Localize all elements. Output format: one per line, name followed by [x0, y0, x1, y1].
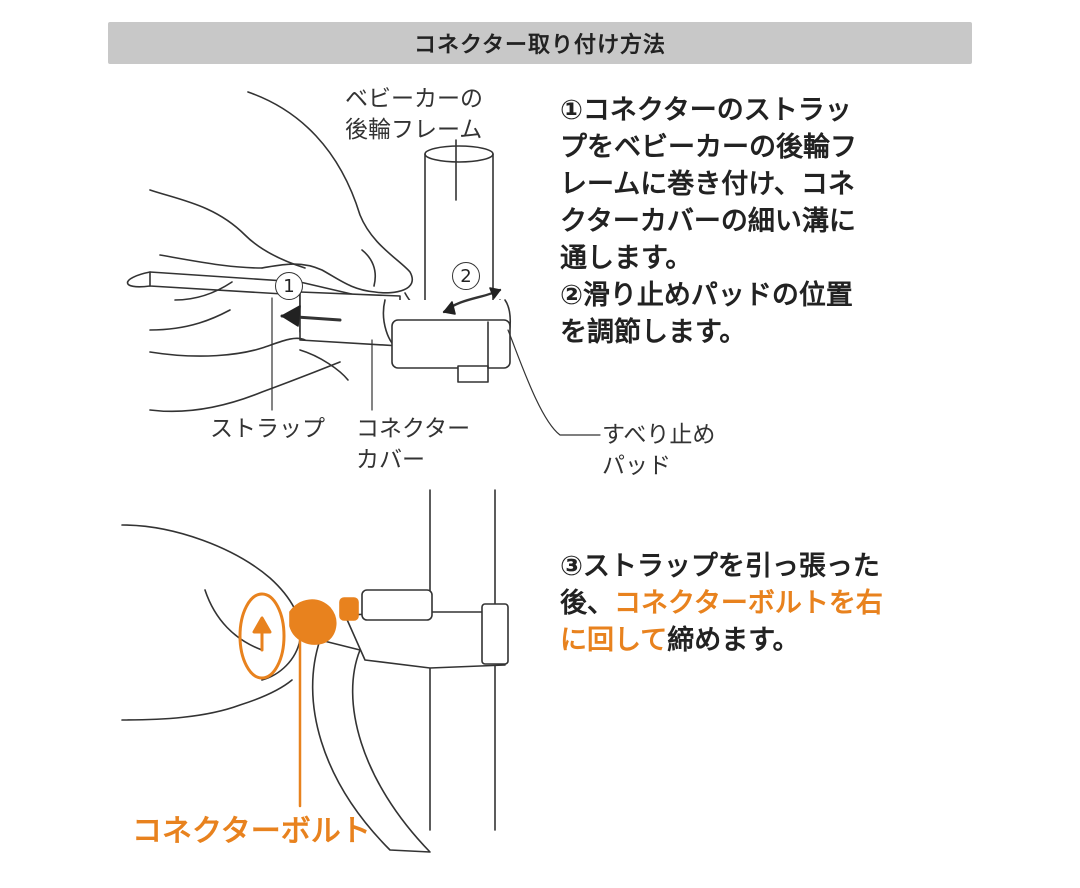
hand-top-outline [149, 91, 413, 413]
cover-label-line1: コネクター [356, 416, 471, 442]
frame-label-line1: ベビーカーの [345, 86, 483, 112]
step1-line: クターカバーの細い溝に [560, 206, 856, 237]
frame-label: ベビーカーの 後輪フレーム [345, 84, 483, 146]
connector-cover [299, 291, 512, 383]
cover-label: コネクター カバー [356, 414, 470, 476]
frame-tube [424, 139, 494, 316]
pad-label-line1: すべり止め [602, 422, 716, 448]
step2-line: を調節します。 [560, 317, 747, 348]
step3-line: 後、コネクターボルトを右 [560, 585, 883, 622]
leader-lines [271, 297, 601, 436]
section-header: コネクター取り付け方法 [108, 22, 972, 64]
step1-text: ①コネクターのストラッ プをベビーカーの後輪フ レームに巻き付け、コネ クターカ… [560, 92, 857, 277]
step3-line: ③ストラップを引っ張った [560, 551, 880, 582]
cover-label-line2: カバー [356, 447, 425, 473]
strap-band-lower [311, 589, 509, 853]
step1-line: レームに巻き付け、コネ [560, 169, 855, 200]
marker-one: 1 [275, 272, 303, 300]
rotate-arrow [442, 287, 502, 315]
frame-label-line2: 後輪フレーム [345, 117, 483, 143]
marker-two: 2 [452, 262, 480, 290]
step3-highlight: に回して [560, 625, 668, 656]
bottom-diagram [121, 489, 509, 853]
step2-line: ②滑り止めパッドの位置 [560, 280, 853, 311]
step1-line: ①コネクターのストラッ [560, 95, 852, 126]
connector-bolt-label: コネクターボルト [132, 814, 371, 849]
step3-plain: 後、 [560, 588, 614, 619]
step1-line: 通します。 [560, 243, 693, 274]
connector-bolt [289, 597, 359, 645]
step2-text: ②滑り止めパッドの位置 を調節します。 [560, 277, 853, 351]
step3-plain: 締めます。 [667, 625, 800, 656]
pad-label: すべり止め パッド [602, 420, 715, 482]
pull-arrow [280, 305, 342, 327]
page-title: コネクター取り付け方法 [413, 33, 667, 58]
bolt-rotate-arrow [238, 592, 286, 680]
strap-label: ストラップ [210, 416, 325, 442]
pad-label-line2: パッド [602, 453, 671, 479]
hand-bottom-outline [121, 524, 302, 721]
top-diagram [126, 91, 601, 436]
step3-highlight: コネクターボルトを右 [614, 588, 883, 619]
step3-text: ③ストラップを引っ張った 後、コネクターボルトを右 に回して締めます。 [560, 548, 883, 659]
step1-line: プをベビーカーの後輪フ [560, 132, 857, 163]
step3-line: に回して締めます。 [560, 622, 883, 659]
